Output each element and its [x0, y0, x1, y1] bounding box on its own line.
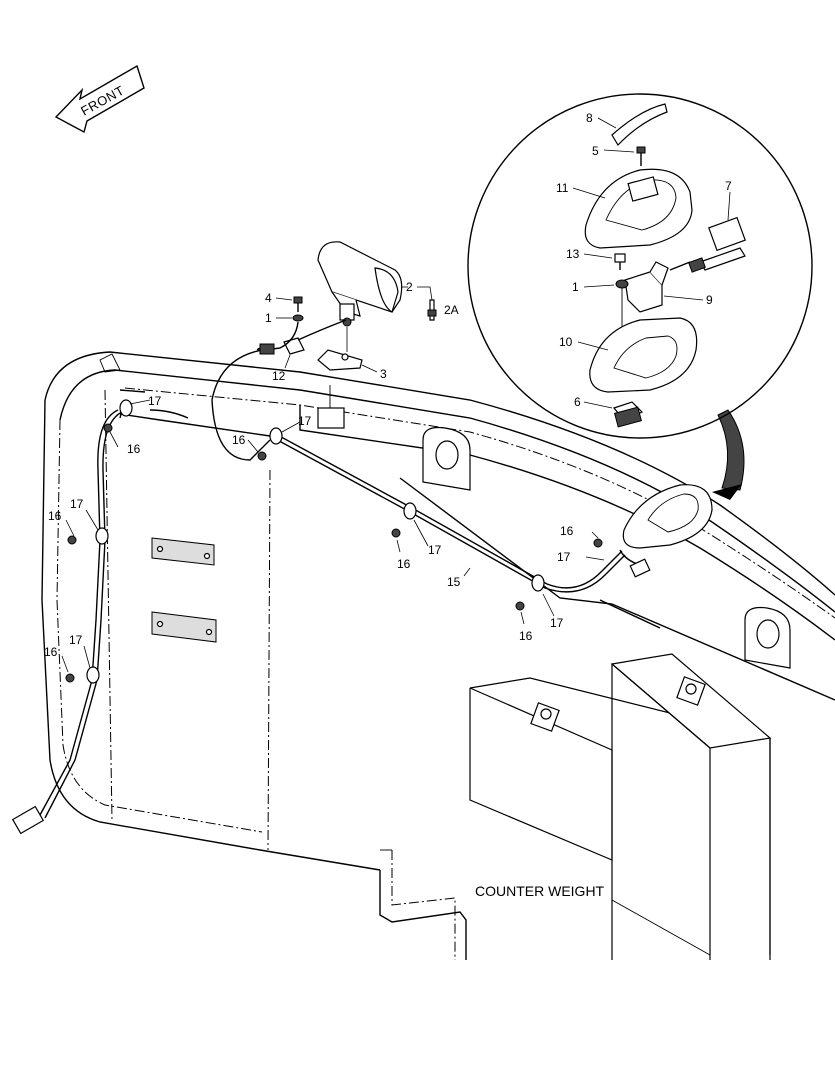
- callout-17: 17: [70, 497, 84, 511]
- callout-16: 16: [44, 645, 58, 659]
- wire-harness: [11, 319, 651, 835]
- callout-17: 17: [557, 550, 571, 564]
- callout-8: 8: [586, 111, 593, 125]
- callout-16: 16: [397, 557, 411, 571]
- callout-5: 5: [592, 144, 599, 158]
- callout-1: 1: [265, 311, 272, 325]
- callout-9: 9: [706, 293, 713, 307]
- screws: [65, 423, 603, 683]
- callout-2: 2: [406, 280, 413, 294]
- callout-17: 17: [148, 394, 162, 408]
- callout-4: 4: [265, 291, 272, 305]
- detail-arrow: [712, 409, 745, 500]
- lamp-bracket: [317, 327, 378, 373]
- callout-1: 1: [572, 280, 579, 294]
- callouts: 4 1 2 2A 3 12 17 16 17 16 17 16 17 16 17…: [44, 111, 732, 659]
- work-lamp: [317, 241, 437, 327]
- counterweight-label: COUNTER WEIGHT: [475, 883, 605, 899]
- callout-17: 17: [69, 633, 83, 647]
- callout-11: 11: [556, 181, 569, 195]
- leader-lines: [61, 286, 605, 673]
- front-arrow-label: FRONT: [78, 83, 127, 119]
- top-lamp-assembled: [622, 484, 713, 549]
- callout-15: 15: [447, 575, 461, 589]
- callout-17: 17: [550, 616, 564, 630]
- callout-12: 12: [272, 369, 286, 383]
- callout-16: 16: [560, 524, 574, 538]
- callout-3: 3: [380, 367, 387, 381]
- detail-view: [467, 93, 813, 439]
- callout-7: 7: [725, 179, 732, 193]
- callout-6: 6: [574, 395, 581, 409]
- machine-body: [41, 351, 835, 960]
- callout-13: 13: [566, 247, 580, 261]
- callout-17: 17: [298, 414, 312, 428]
- callout-17: 17: [428, 543, 442, 557]
- counterweight-blocks: COUNTER WEIGHT: [469, 653, 772, 960]
- front-arrow: FRONT: [54, 64, 145, 134]
- lamp-fasteners: [275, 296, 305, 369]
- callout-16: 16: [232, 433, 246, 447]
- callout-2a: 2A: [444, 303, 459, 317]
- callout-16: 16: [127, 442, 141, 456]
- callout-16: 16: [519, 629, 533, 643]
- callout-10: 10: [559, 335, 573, 349]
- callout-16: 16: [48, 509, 62, 523]
